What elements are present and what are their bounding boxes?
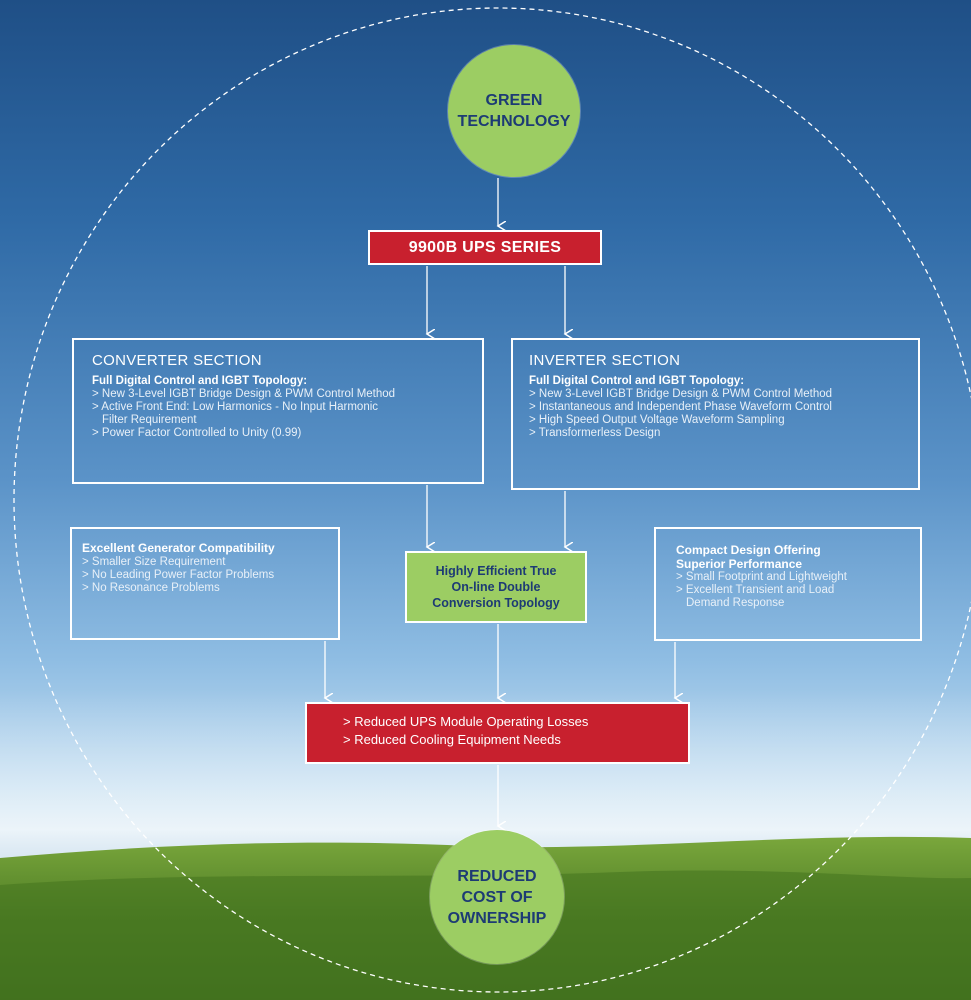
inverter-section-node: INVERTER SECTION Full Digital Control an… — [511, 338, 920, 490]
converter-subtitle: Full Digital Control and IGBT Topology: — [92, 375, 308, 387]
generator-title: Excellent Generator Compatibility — [82, 541, 275, 555]
topology-node: Highly Efficient True On-line Double Con… — [405, 551, 587, 623]
compact-design-node: Compact Design Offering Superior Perform… — [654, 527, 922, 641]
inverter-title: INVERTER SECTION — [529, 352, 681, 369]
generator-item: > No Leading Power Factor Problems — [82, 569, 275, 581]
converter-item: Filter Requirement — [102, 414, 197, 426]
converter-item: > Active Front End: Low Harmonics - No I… — [92, 401, 379, 413]
inverter-item: > Transformerless Design — [529, 427, 661, 439]
converter-item: > Power Factor Controlled to Unity (0.99… — [92, 427, 302, 439]
generator-item: > Smaller Size Requirement — [82, 556, 226, 568]
benefits-node: > Reduced UPS Module Operating Losses > … — [305, 702, 690, 764]
compact-item: Demand Response — [686, 597, 785, 609]
reduced-cost-line-2: COST OF — [461, 888, 533, 906]
benefit-item: > Reduced UPS Module Operating Losses — [343, 714, 589, 729]
compact-item: > Small Footprint and Lightweight — [676, 571, 848, 583]
series-label: 9900B UPS SERIES — [408, 238, 562, 256]
generator-compatibility-node: Excellent Generator Compatibility > Smal… — [70, 527, 340, 640]
generator-item: > No Resonance Problems — [82, 582, 220, 594]
reduced-cost-line-3: OWNERSHIP — [447, 909, 547, 927]
compact-title-line: Superior Performance — [676, 557, 803, 571]
inverter-item: > High Speed Output Voltage Waveform Sam… — [529, 414, 785, 426]
topology-line: On-line Double — [451, 580, 541, 594]
reduced-cost-label: REDUCED COST OF OWNERSHIP — [448, 866, 547, 929]
inverter-subtitle: Full Digital Control and IGBT Topology: — [529, 375, 745, 387]
series-node: 9900B UPS SERIES — [368, 230, 602, 265]
reduced-cost-node: REDUCED COST OF OWNERSHIP — [430, 830, 564, 964]
green-technology-line-1: GREEN — [485, 92, 543, 109]
topology-line: Conversion Topology — [432, 596, 560, 610]
outer-dashed-circle — [13, 7, 971, 993]
topology-line: Highly Efficient True — [435, 564, 557, 578]
green-technology-label: GREEN TECHNOLOGY — [458, 90, 571, 132]
green-technology-node: GREEN TECHNOLOGY — [448, 45, 580, 177]
inverter-item: > Instantaneous and Independent Phase Wa… — [529, 401, 832, 413]
compact-title-line: Compact Design Offering — [676, 543, 821, 557]
converter-item: > New 3-Level IGBT Bridge Design & PWM C… — [92, 388, 396, 400]
compact-item: > Excellent Transient and Load — [676, 584, 835, 596]
green-technology-line-2: TECHNOLOGY — [457, 113, 571, 130]
benefit-item: > Reduced Cooling Equipment Needs — [343, 732, 561, 747]
inverter-item: > New 3-Level IGBT Bridge Design & PWM C… — [529, 388, 833, 400]
reduced-cost-line-1: REDUCED — [457, 867, 537, 885]
converter-title: CONVERTER SECTION — [92, 352, 262, 369]
converter-section-node: CONVERTER SECTION Full Digital Control a… — [72, 338, 484, 484]
